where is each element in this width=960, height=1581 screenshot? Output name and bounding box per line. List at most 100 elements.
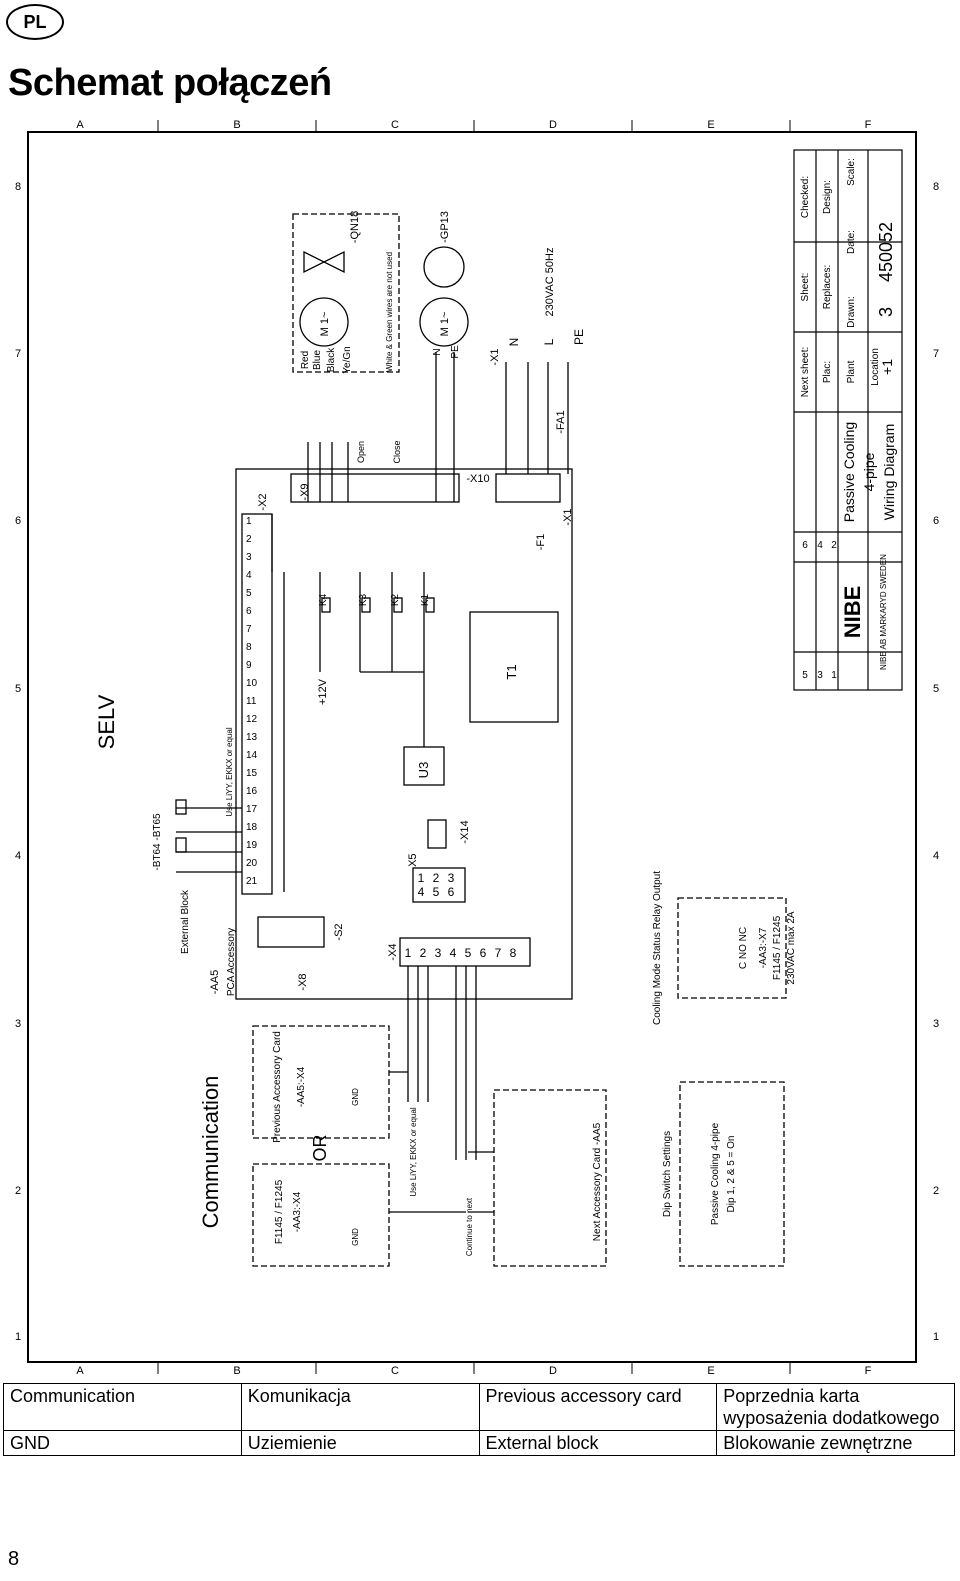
tb-doc-no: 450052	[876, 222, 896, 282]
page-number: 8	[8, 1548, 20, 1570]
supply-label: 230VAC 50Hz	[544, 248, 556, 317]
x4-pin-5: 5	[465, 946, 472, 960]
k2-label: K2	[390, 593, 401, 606]
language-badge: PL	[6, 4, 64, 40]
svg-text:2: 2	[246, 534, 252, 545]
col-b: B	[233, 119, 240, 131]
page-title: Schemat połączeń	[8, 62, 332, 104]
col-e-bottom: E	[707, 1365, 714, 1377]
row-2: 2	[15, 1185, 21, 1197]
legend-cell: Poprzednia karta wyposażenia dodatkowego	[716, 1383, 955, 1431]
row-4-right: 4	[933, 850, 939, 862]
close-label: Close	[392, 440, 402, 463]
tb-rev-2: 4	[817, 540, 823, 551]
communication-label: Communication	[198, 1076, 223, 1229]
pump-symbol	[423, 246, 465, 288]
selv-label: SELV	[94, 694, 119, 749]
col-d-bottom: D	[549, 1365, 557, 1377]
x4-strip	[399, 937, 531, 967]
selv-block	[241, 513, 273, 895]
svg-text:11: 11	[246, 696, 257, 707]
pe-supply: PE	[572, 329, 586, 345]
x8-label: -X8	[297, 973, 309, 990]
tb-design: Design:	[822, 180, 833, 214]
col-c-bottom: C	[391, 1365, 399, 1377]
svg-text:4: 4	[418, 885, 425, 899]
tb-drawn: Drawn:	[846, 296, 857, 328]
fa1-label: -FA1	[555, 410, 567, 433]
row-6-right: 6	[933, 515, 939, 527]
row-3-right: 3	[933, 1018, 939, 1030]
legend-cell: Uziemienie	[240, 1430, 480, 1456]
open-label: Open	[356, 441, 366, 463]
svg-text:4: 4	[246, 570, 252, 581]
x10-label: -X10	[466, 473, 489, 485]
col-f: F	[865, 119, 872, 131]
gp13-label: -GP13	[439, 211, 451, 243]
f1145-ref: -AA3:-X4	[292, 1191, 303, 1232]
tb-next-sheet: Next sheet:	[800, 347, 811, 398]
x1-top-label: -X1	[489, 348, 501, 365]
tb-loc-val: +1	[879, 359, 895, 375]
use-cable-2: Use LiYY, EKKX or equal	[409, 1107, 418, 1196]
cont-next-label: Continue to next	[465, 1197, 474, 1256]
x4-pin-4: 4	[450, 946, 457, 960]
f1145-label: F1145 / F1245	[274, 1179, 285, 1244]
prev-card-label: Previous Accessory Card	[272, 1031, 283, 1143]
title-block	[793, 149, 903, 691]
valve-motor	[299, 297, 349, 347]
pca-acc-label: PCA Accessory	[226, 928, 237, 996]
transformer-t1	[469, 611, 559, 723]
white-green-note: White & Green wires are not used	[385, 252, 394, 372]
x14-header	[427, 819, 447, 849]
x4-label: -X4	[387, 943, 399, 960]
tb-address: NIBE AB MARKARYD SWEDEN	[879, 554, 888, 670]
tb-desc2: 4-pipe	[861, 452, 877, 491]
c-no-nc-label: C NO NC	[738, 927, 749, 969]
row-5: 5	[15, 683, 21, 695]
row-8-right: 8	[933, 181, 939, 193]
gnd-label-1: GND	[351, 1088, 360, 1106]
valve-symbol	[303, 250, 345, 274]
f1-label: -F1	[535, 534, 547, 551]
x4-pin-7: 7	[495, 946, 502, 960]
x5-label: -X5	[407, 853, 419, 870]
legend-cell: GND	[3, 1430, 242, 1456]
svg-text:16: 16	[246, 786, 258, 797]
tb-rev-4: 5	[802, 670, 808, 681]
col-e: E	[707, 119, 714, 131]
t1-label: T1	[504, 664, 519, 679]
relay-block	[290, 473, 460, 503]
aa5-label: -AA5	[209, 970, 221, 994]
language-code: PL	[23, 11, 47, 32]
legend-row: Communication Komunikacja Previous acces…	[3, 1383, 955, 1431]
svg-text:18: 18	[246, 822, 258, 833]
svg-text:15: 15	[246, 768, 258, 779]
tb-plac: Plac:	[822, 361, 833, 383]
k3-label: K3	[358, 593, 369, 606]
tb-desc1: Passive Cooling	[841, 422, 857, 522]
wiring-diagram: A B C D E F A B C D E F 8 7 6 5 4 3 2 1 …	[15, 119, 939, 1377]
use-cable-1: Use LiYY, EKKX or equal	[225, 727, 234, 816]
x2-label: -X2	[257, 493, 269, 510]
col-b-bottom: B	[233, 1365, 240, 1377]
prev-card-ref: -AA5:-X4	[296, 1066, 307, 1107]
or-label: OR	[310, 1134, 330, 1161]
relay-title: Cooling Mode Status Relay Output	[652, 871, 663, 1025]
x4-pin-3: 3	[435, 946, 442, 960]
wire-red: Red	[300, 351, 311, 369]
x9-label: -X9	[299, 483, 311, 500]
row-5-right: 5	[933, 683, 939, 695]
svg-text:20: 20	[246, 858, 258, 869]
svg-text:9: 9	[246, 660, 252, 671]
next-card-box	[493, 1089, 607, 1267]
tb-desc3: Wiring Diagram	[881, 424, 897, 520]
row-3: 3	[15, 1018, 21, 1030]
legend-table: Communication Komunikacja Previous acces…	[3, 1383, 955, 1456]
column-markers: A B C D E F A B C D E F	[76, 119, 871, 1377]
svg-text:12: 12	[246, 714, 258, 725]
legend-cell: Communication	[3, 1383, 242, 1431]
dip-text2: Dip 1, 2 & 5 = On	[726, 1136, 737, 1213]
svg-text:13: 13	[246, 732, 258, 743]
row-markers: 8 7 6 5 4 3 2 1 8 7 6 5 4 3 2 1	[15, 181, 939, 1343]
